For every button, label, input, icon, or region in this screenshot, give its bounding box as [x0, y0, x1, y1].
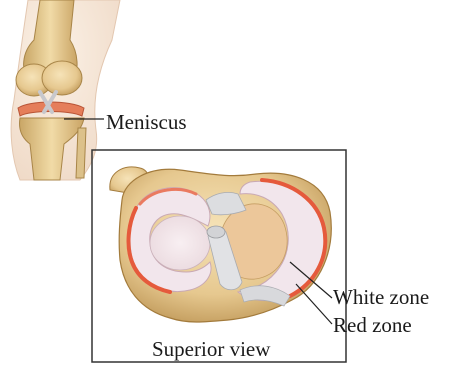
knee-thumbnail: [11, 0, 120, 180]
meniscus-label: Meniscus: [106, 112, 187, 133]
tibial-plateau-superior-view: [110, 167, 331, 322]
ligament-stump: [207, 226, 225, 238]
red-zone-pointer: [296, 284, 332, 324]
red-zone-label: Red zone: [333, 315, 412, 336]
white-zone-label: White zone: [333, 287, 429, 308]
lateral-articular-surface: [150, 216, 210, 270]
superior-view-label: Superior view: [152, 339, 270, 360]
fibula: [76, 128, 86, 178]
femoral-condyle-right: [42, 61, 82, 95]
